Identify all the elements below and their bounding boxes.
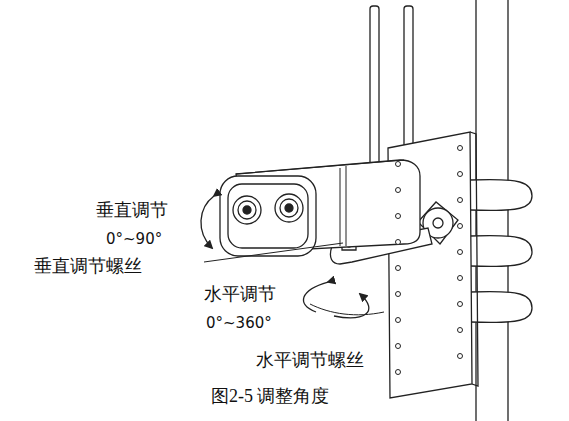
callout-label: 水平调节 — [204, 283, 276, 305]
callout-label: 垂直调节 — [96, 199, 168, 221]
figure-caption: 图2-5 调整角度 — [211, 386, 330, 408]
callout-label: 垂直调节螺丝 — [34, 255, 142, 277]
callout-label: 0°~90° — [106, 230, 162, 248]
callout-label: 水平调节螺丝 — [256, 349, 364, 371]
callout-label: 0°~360° — [206, 314, 272, 332]
